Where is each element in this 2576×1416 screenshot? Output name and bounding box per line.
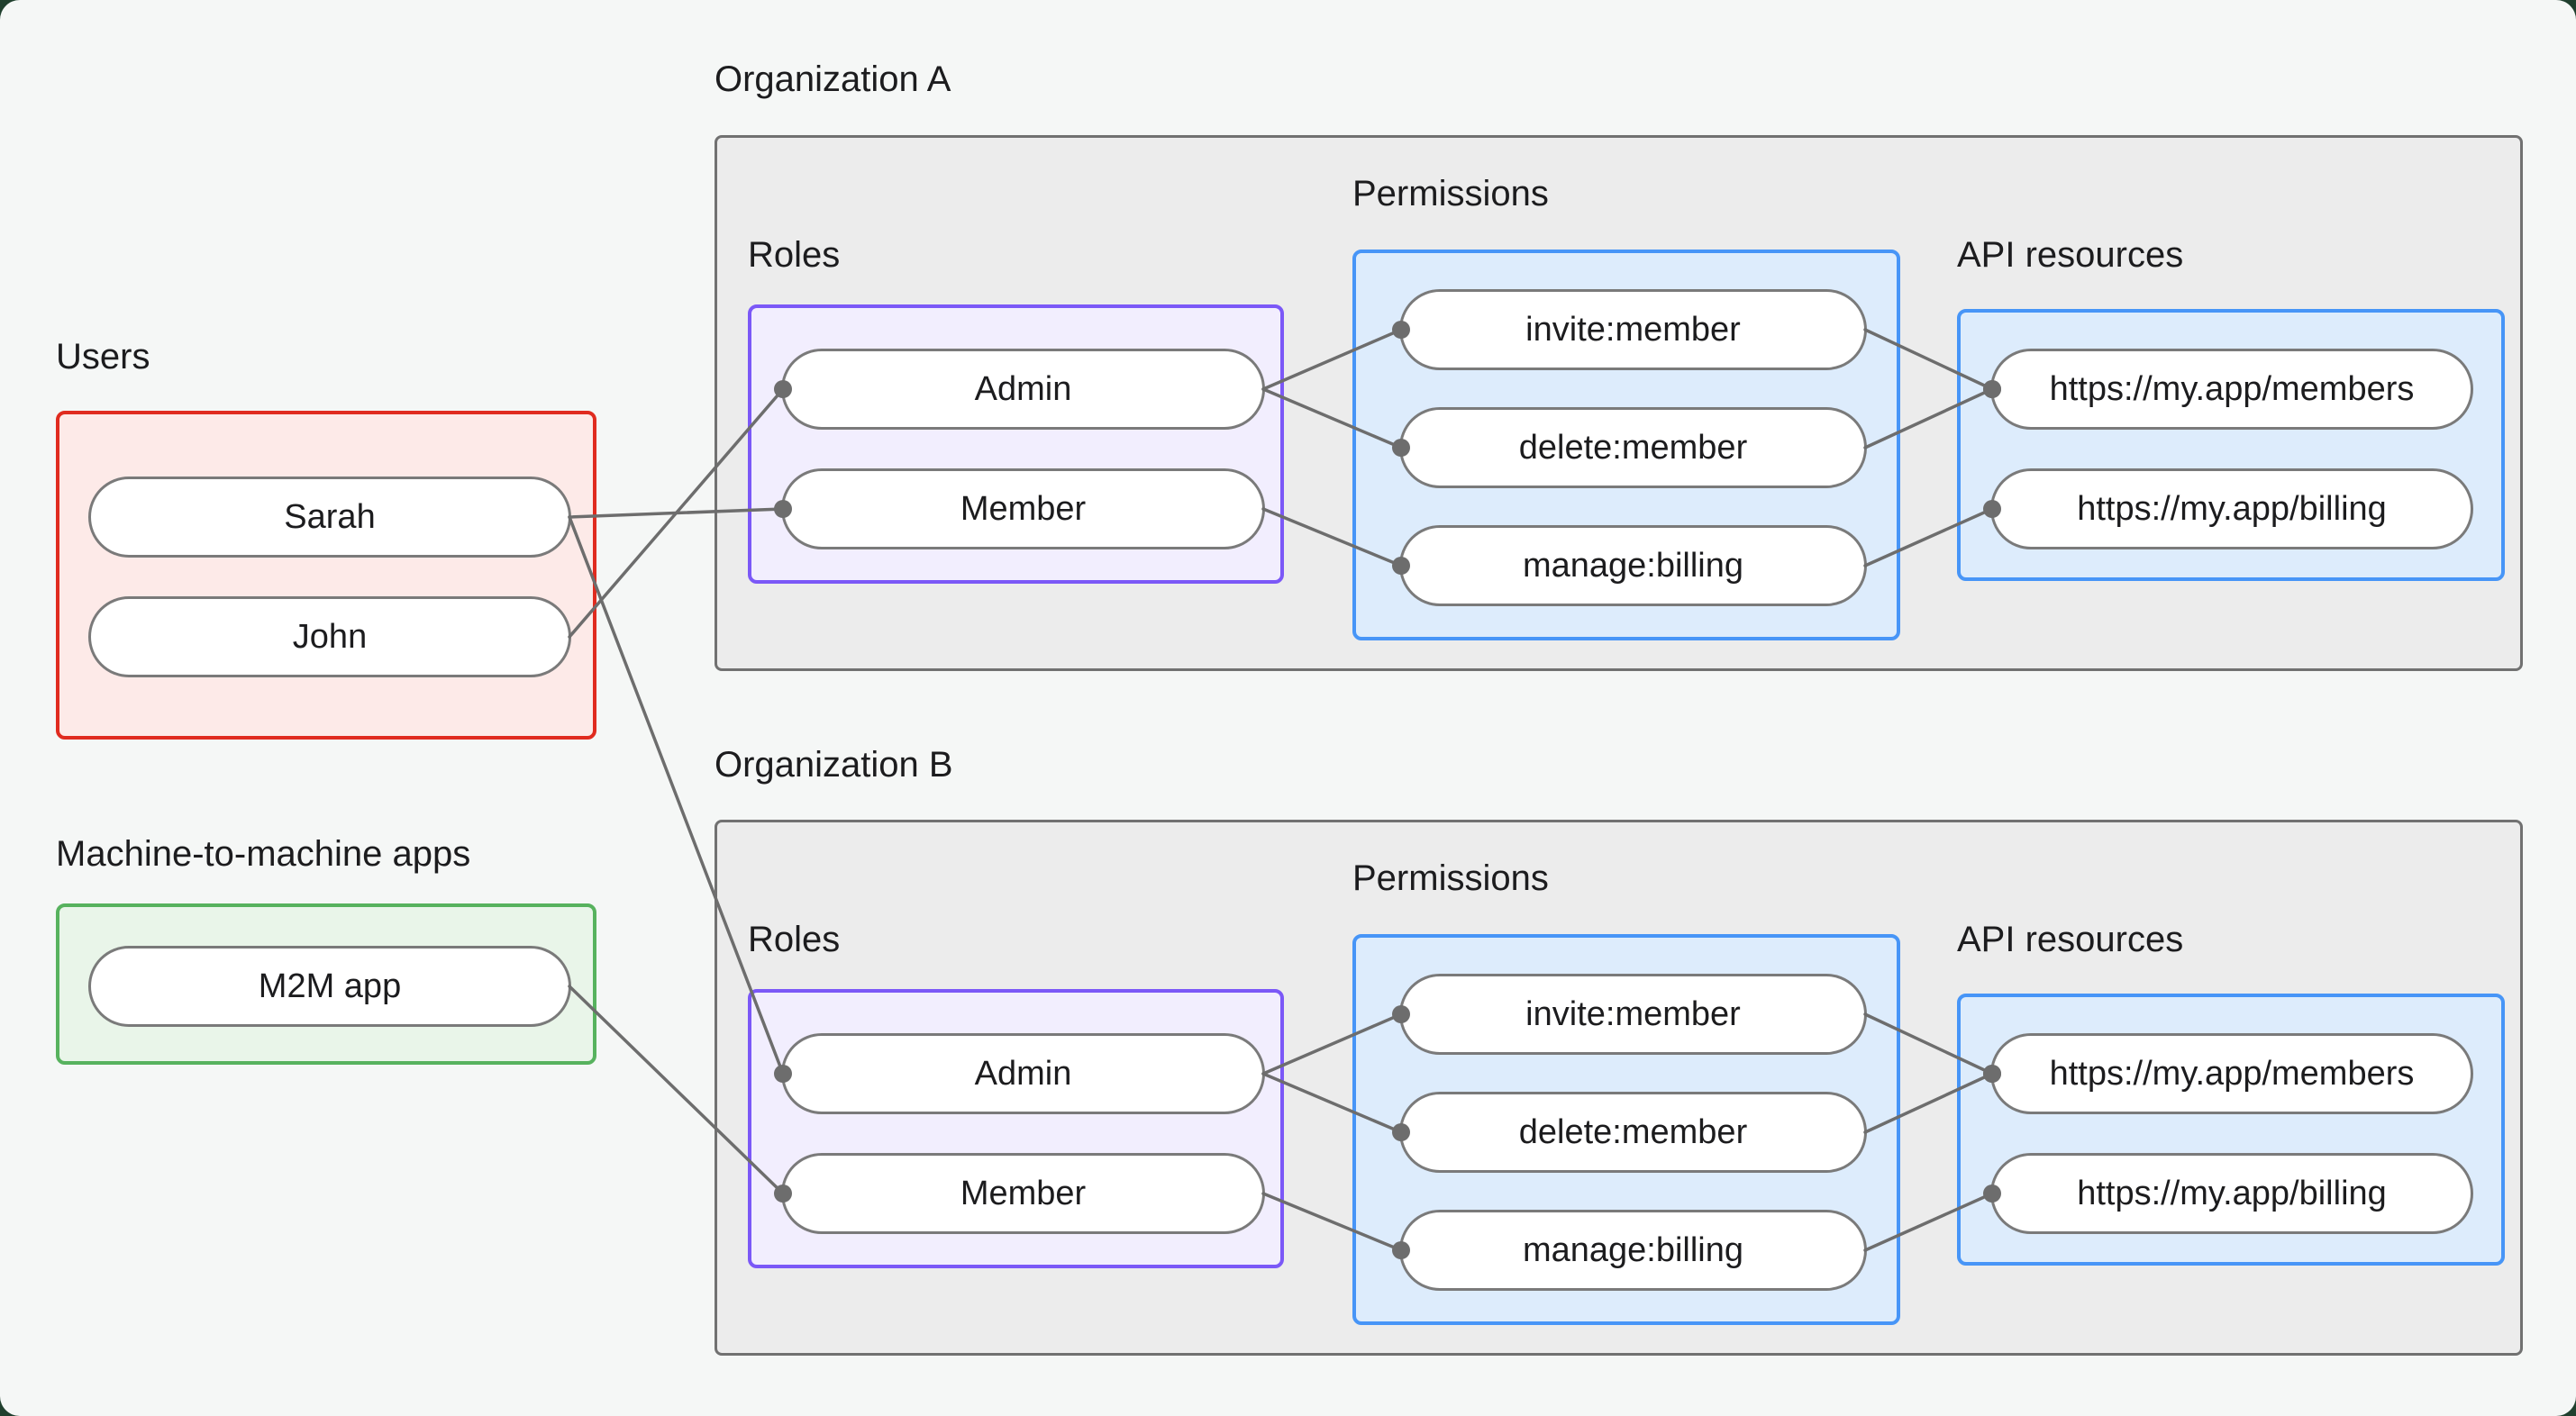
node-org-a-invite-member: invite:member (1399, 289, 1867, 370)
org-b-api-label: API resources (1957, 920, 2184, 959)
node-org-a-delete-member: delete:member (1399, 407, 1867, 488)
node-org-b-manage-billing: manage:billing (1399, 1210, 1867, 1291)
node-org-a-admin: Admin (781, 349, 1265, 430)
node-sarah: Sarah (88, 477, 571, 558)
node-m2m-app: M2M app (88, 946, 571, 1027)
node-john: John (88, 596, 571, 677)
org-a-permissions-label: Permissions (1352, 174, 1549, 213)
node-org-a-members-api: https://my.app/members (1990, 349, 2473, 430)
users-group-box (56, 411, 596, 740)
node-org-a-member: Member (781, 468, 1265, 549)
org-b-permissions-label: Permissions (1352, 858, 1549, 898)
node-org-b-billing-api: https://my.app/billing (1990, 1153, 2473, 1234)
org-b-title: Organization B (715, 745, 953, 785)
node-org-b-member: Member (781, 1153, 1265, 1234)
m2m-group-label: Machine-to-machine apps (56, 834, 471, 874)
org-a-api-label: API resources (1957, 235, 2184, 275)
org-b-roles-label: Roles (748, 920, 841, 959)
node-org-a-billing-api: https://my.app/billing (1990, 468, 2473, 549)
node-org-b-admin: Admin (781, 1033, 1265, 1114)
org-a-roles-label: Roles (748, 235, 841, 275)
node-org-b-members-api: https://my.app/members (1990, 1033, 2473, 1114)
node-org-b-invite-member: invite:member (1399, 974, 1867, 1055)
node-org-b-delete-member: delete:member (1399, 1092, 1867, 1173)
users-group-label: Users (56, 337, 150, 377)
org-a-title: Organization A (715, 59, 951, 99)
node-org-a-manage-billing: manage:billing (1399, 525, 1867, 606)
